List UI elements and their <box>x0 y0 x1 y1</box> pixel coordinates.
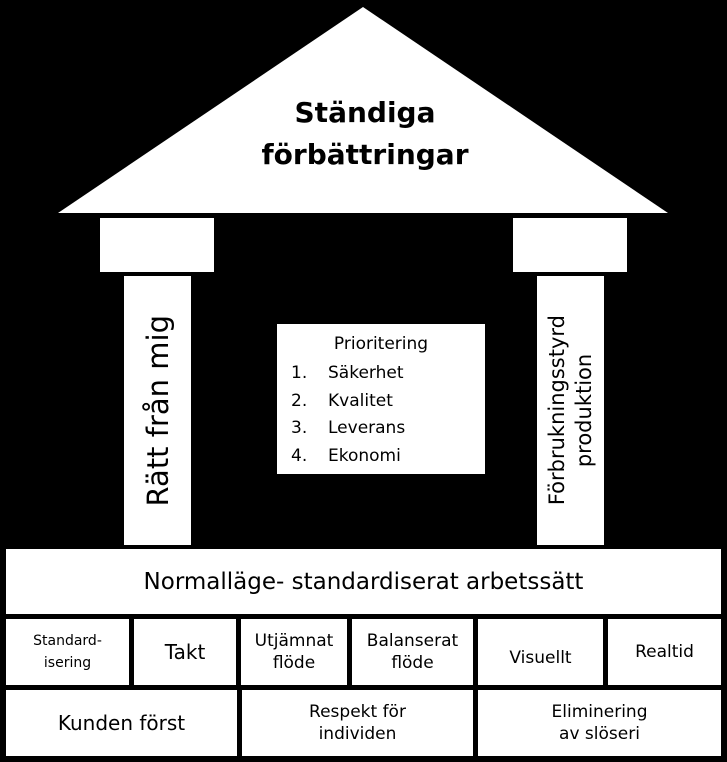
principle-line: Realtid <box>635 642 694 662</box>
principle-cell: Realtid <box>608 619 721 685</box>
principle-line: Standard- <box>33 633 102 649</box>
left-pillar-label: Rätt från mig <box>140 314 175 507</box>
value-line: Kunden först <box>57 711 186 735</box>
foundation-title: Normalläge- standardiserat arbetssätt <box>143 568 584 595</box>
value-line: individen <box>318 724 397 744</box>
right-pillar: Förbrukningsstyrd produktion <box>537 276 604 545</box>
priority-label: Säkerhet <box>328 363 404 383</box>
value-line: Eliminering <box>551 702 648 722</box>
priority-number: 4. <box>291 445 308 466</box>
value-cell: Kunden först <box>6 690 237 756</box>
principle-cell: Standard-isering <box>6 619 129 685</box>
value-line: av slöseri <box>559 724 640 744</box>
right-pillar-label-line2: produktion <box>571 353 596 468</box>
priority-title: Prioritering <box>333 334 429 354</box>
priority-item: 3. Leverans <box>291 415 405 443</box>
roof-title: Ständiga förbättringar <box>160 92 570 176</box>
priority-item: 4. Ekonomi <box>291 443 405 471</box>
priority-label: Kvalitet <box>328 390 393 411</box>
priority-item: 1. Säkerhet <box>291 360 405 388</box>
principle-line: flöde <box>272 653 316 673</box>
value-line: Respekt för <box>309 702 406 722</box>
principle-cell: Takt <box>134 619 236 685</box>
priority-label: Leverans <box>328 418 406 438</box>
priority-item: 2. Kvalitet <box>291 388 405 416</box>
principle-line: Visuellt <box>509 648 572 668</box>
priority-number: 1. <box>291 363 308 383</box>
priority-number: 2. <box>291 390 308 411</box>
principle-line: Takt <box>164 640 206 664</box>
principle-line: Utjämnat <box>254 631 334 651</box>
roof-title-line1: Ständiga <box>294 96 436 129</box>
right-pillar-label: Förbrukningsstyrd produktion <box>544 315 598 505</box>
right-pillar-label-line1: Förbrukningsstyrd <box>544 315 569 506</box>
principle-line: isering <box>43 655 92 671</box>
priority-list: 1. Säkerhet 2. Kvalitet 3. Leverans 4. Ekono… <box>291 360 405 470</box>
foundation-banner: Normalläge- standardiserat arbetssätt <box>6 549 721 614</box>
left-pillar: Rätt från mig <box>124 276 191 545</box>
principle-cell: Visuellt <box>478 619 603 685</box>
principle-line: Balanserat <box>366 631 459 651</box>
left-pillar-capital <box>100 218 214 272</box>
right-pillar-capital <box>513 218 627 272</box>
priority-box: Prioritering 1. Säkerhet 2. Kvalitet 3. Lev… <box>277 324 485 474</box>
priority-label: Ekonomi <box>328 445 401 466</box>
principle-line: flöde <box>391 653 434 673</box>
priority-number: 3. <box>291 418 308 438</box>
roof-title-line2: förbättringar <box>261 138 469 171</box>
